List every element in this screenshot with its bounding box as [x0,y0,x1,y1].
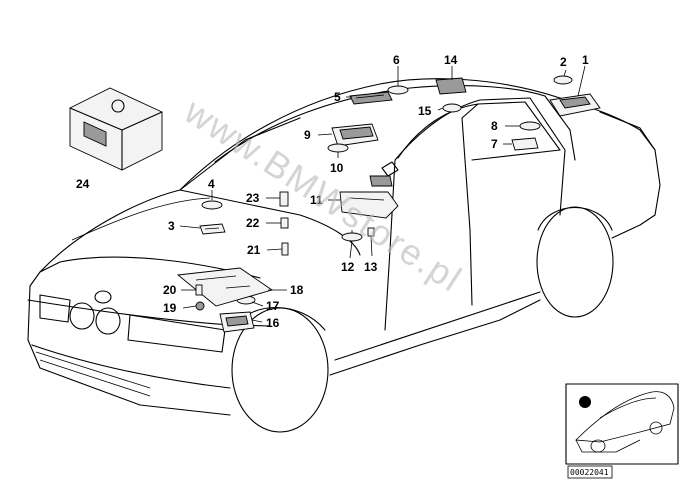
label-1: 1 [582,53,589,67]
part-8-lens [519,121,541,131]
part-24-service-pack [69,87,163,171]
label-18: 18 [290,283,304,297]
label-9: 9 [304,128,311,142]
label-22: 22 [246,216,260,230]
part-16-trunk-light [219,311,255,333]
label-12: 12 [341,260,355,274]
thumbnail-inset: 00022041 [565,383,679,479]
part-2-lens [553,75,573,85]
label-19: 19 [163,301,177,315]
part-6-lens [387,85,409,95]
label-10: 10 [330,161,344,175]
part-4-lens [201,200,223,210]
part-19-clip [195,301,205,311]
part-15-lens [442,103,462,113]
callout-labels: 1 2 3 4 5 6 7 8 9 10 11 12 13 14 15 16 1… [76,53,589,330]
bullet-dot [579,396,591,408]
part-22-bulb [280,217,289,229]
label-3: 3 [168,219,175,233]
part-18-bracket-plate [176,267,274,307]
part-9-roof-console [331,123,379,147]
label-13: 13 [364,260,378,274]
reference-code: 00022041 [570,468,609,477]
label-17: 17 [266,299,280,313]
label-8: 8 [491,119,498,133]
label-23: 23 [246,191,260,205]
label-14: 14 [444,53,458,67]
car-outline [27,78,661,433]
label-6: 6 [393,53,400,67]
label-20: 20 [163,283,177,297]
part-5-interior-light [349,91,393,105]
part-14-sunroof-light [435,77,467,95]
label-16: 16 [266,316,280,330]
part-10-lens [327,143,349,153]
label-11: 11 [310,193,323,207]
leader-lines [179,65,586,323]
part-1-rear-reading-light [549,93,601,117]
label-21: 21 [247,243,261,257]
label-5: 5 [334,90,341,104]
label-15: 15 [418,104,432,118]
part-3-glovebox-light [199,223,226,235]
label-4: 4 [208,177,215,191]
part-21-bulb [281,242,289,256]
part-23-bulb [279,191,289,207]
label-24: 24 [76,177,90,191]
part-20-screw [195,284,203,296]
label-7: 7 [491,137,498,151]
part-11-mirror-console [339,175,399,219]
label-2: 2 [560,55,567,69]
part-7-light [511,137,539,151]
